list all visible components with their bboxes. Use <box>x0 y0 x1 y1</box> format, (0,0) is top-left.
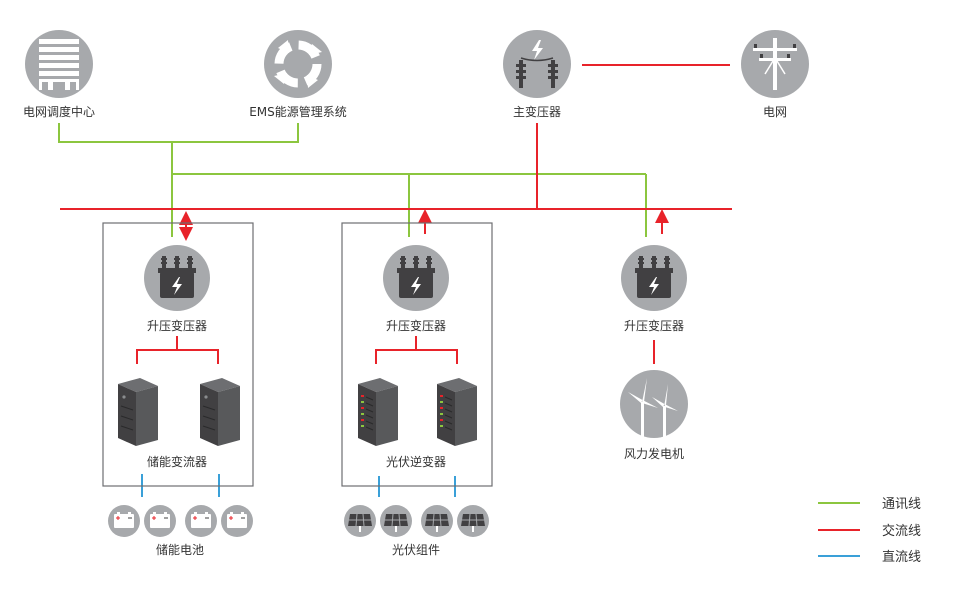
grid-dispatch-label: 电网调度中心 <box>23 104 95 119</box>
solar-panel-icon <box>343 504 377 538</box>
battery-icon <box>184 504 218 538</box>
battery-icon <box>107 504 141 538</box>
storage-battery-label: 储能电池 <box>156 542 204 557</box>
step-up-transformer-label: 升压变压器 <box>147 318 207 333</box>
battery-icon <box>143 504 177 538</box>
step-up-transformer-label: 升压变压器 <box>624 318 684 333</box>
grid-label: 电网 <box>763 105 787 119</box>
grid-dispatch-center-icon <box>25 30 93 98</box>
storage-converter-cabinet-icon <box>117 377 159 447</box>
solar-panel-icon <box>456 504 490 538</box>
ems-label: EMS能源管理系统 <box>249 104 347 119</box>
step-up-transformer-icon <box>144 245 210 311</box>
ac-lines <box>60 64 732 364</box>
storage-unit-box <box>102 222 254 487</box>
pv-module-label: 光伏组件 <box>392 543 440 557</box>
pv-inverter-rack-icon <box>436 377 478 447</box>
legend-label-communication: 通讯线 <box>882 497 921 512</box>
storage-converter-cabinet-icon <box>199 377 241 447</box>
legend-label-ac: 交流线 <box>882 523 921 539</box>
step-up-transformer-icon <box>621 245 687 311</box>
wind-turbine-label: 风力发电机 <box>624 446 684 461</box>
main-transformer-icon <box>503 30 571 98</box>
pv-inverter-rack-icon <box>357 377 399 447</box>
main-transformer-label: 主变压器 <box>513 104 561 119</box>
battery-icon <box>220 504 254 538</box>
solar-panel-icon <box>420 504 454 538</box>
legend: 通讯线 交流线 直流线 <box>818 497 921 565</box>
communication-lines <box>58 123 647 237</box>
ems-cycle-icon <box>264 30 332 98</box>
storage-converter-label: 储能变流器 <box>147 454 207 469</box>
legend-label-dc: 直流线 <box>882 550 921 565</box>
pv-unit-box <box>341 222 493 487</box>
power-grid-pole-icon <box>741 30 809 98</box>
solar-panel-icon <box>379 504 413 538</box>
pv-inverter-label: 光伏逆变器 <box>386 454 446 469</box>
step-up-transformer-label: 升压变压器 <box>386 318 446 333</box>
wind-turbine-icon <box>620 370 688 438</box>
step-up-transformer-icon <box>383 245 449 311</box>
